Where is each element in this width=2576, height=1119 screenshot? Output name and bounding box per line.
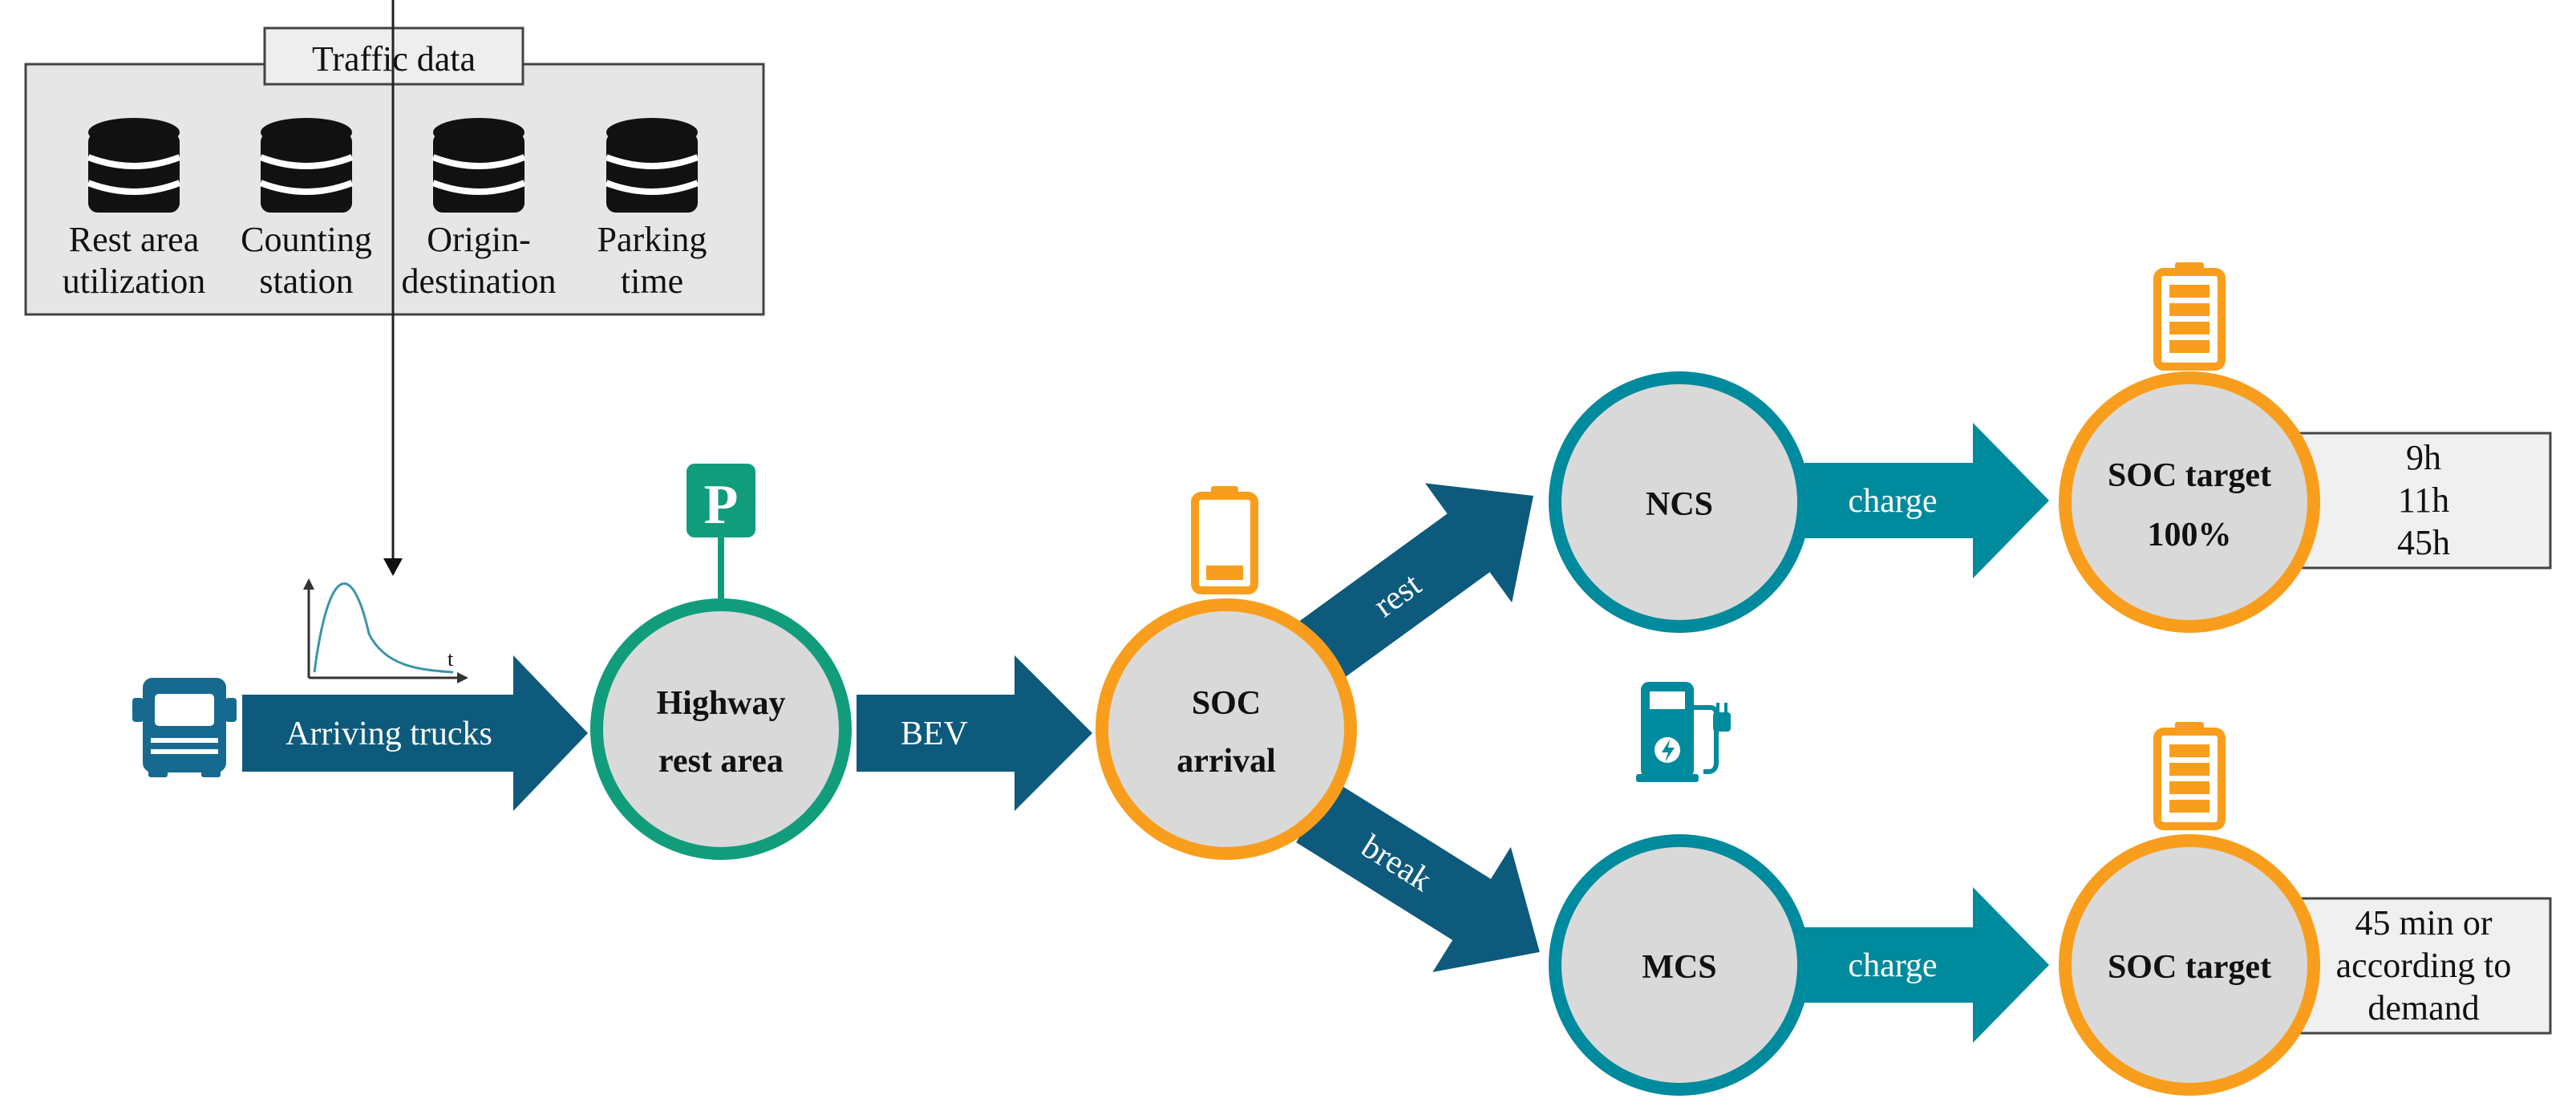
node-soc-target-ncs: SOC target 100% <box>2059 371 2320 633</box>
node-ncs: NCS <box>1549 371 1810 633</box>
axis-label: t <box>448 647 454 671</box>
charge-ncs-label: charge <box>1848 483 1937 520</box>
node-mcs: MCS <box>1549 834 1810 1096</box>
database-icon <box>431 118 526 213</box>
charge-ncs-arrow: charge <box>1804 423 2049 578</box>
source-label: time <box>621 262 683 301</box>
source-label: utilization <box>63 262 205 301</box>
bev-arrow: BEV <box>857 655 1092 811</box>
node-label: SOC target <box>2108 949 2271 986</box>
source-label: Parking <box>597 220 707 259</box>
node-label: NCS <box>1646 486 1713 523</box>
duration-label: 45h <box>2397 523 2450 562</box>
duration-label: 11h <box>2398 480 2449 520</box>
source-label: Rest area <box>69 220 199 259</box>
battery-full-icon <box>2153 722 2226 830</box>
database-icon <box>259 118 354 213</box>
node-label: SOC <box>1192 685 1261 722</box>
rest-arrow: rest <box>1298 483 1533 681</box>
node-label: arrival <box>1177 743 1276 780</box>
bev-label: BEV <box>901 716 968 752</box>
node-soc-arrival: SOC arrival <box>1096 598 1357 860</box>
source-label: destination <box>401 262 556 301</box>
node-highway-rest-area: Highway rest area <box>590 598 852 860</box>
node-label: rest area <box>658 743 784 780</box>
node-label: Highway <box>656 685 785 722</box>
node-label: SOC target <box>2108 457 2271 494</box>
database-icon <box>87 118 181 213</box>
arriving-trucks-label: Arriving trucks <box>286 716 492 752</box>
mcs-duration-box: 45 min or according to demand <box>2292 897 2552 1035</box>
charge-mcs-label: charge <box>1848 947 1937 984</box>
duration-label: 45 min or <box>2355 903 2492 943</box>
parking-sign-icon: P <box>687 464 755 598</box>
node-label: 100% <box>2148 517 2232 553</box>
ncs-duration-box: 9h 11h 45h <box>2292 432 2552 570</box>
truck-icon <box>132 678 237 777</box>
arriving-trucks-arrow: Arriving trucks <box>242 655 588 811</box>
break-arrow: break <box>1296 780 1540 972</box>
duration-label: according to <box>2336 946 2512 985</box>
node-label: MCS <box>1642 949 1716 986</box>
traffic-data-panel: Traffic data Rest area utili <box>24 26 765 316</box>
source-label: station <box>259 262 353 301</box>
svg-text:P: P <box>704 474 739 536</box>
source-label: Origin- <box>427 220 531 259</box>
battery-full-icon <box>2153 262 2226 371</box>
battery-low-icon <box>1191 486 1258 594</box>
arrival-distribution-chart: t <box>303 578 468 683</box>
charging-station-icon <box>1636 682 1731 782</box>
database-icon <box>605 118 699 213</box>
data-connector-arrow <box>383 0 403 576</box>
duration-label: 9h <box>2406 438 2441 477</box>
duration-label: demand <box>2367 988 2479 1028</box>
charge-mcs-arrow: charge <box>1804 887 2049 1043</box>
node-soc-target-mcs: SOC target <box>2059 834 2320 1096</box>
source-label: Counting <box>241 220 372 259</box>
